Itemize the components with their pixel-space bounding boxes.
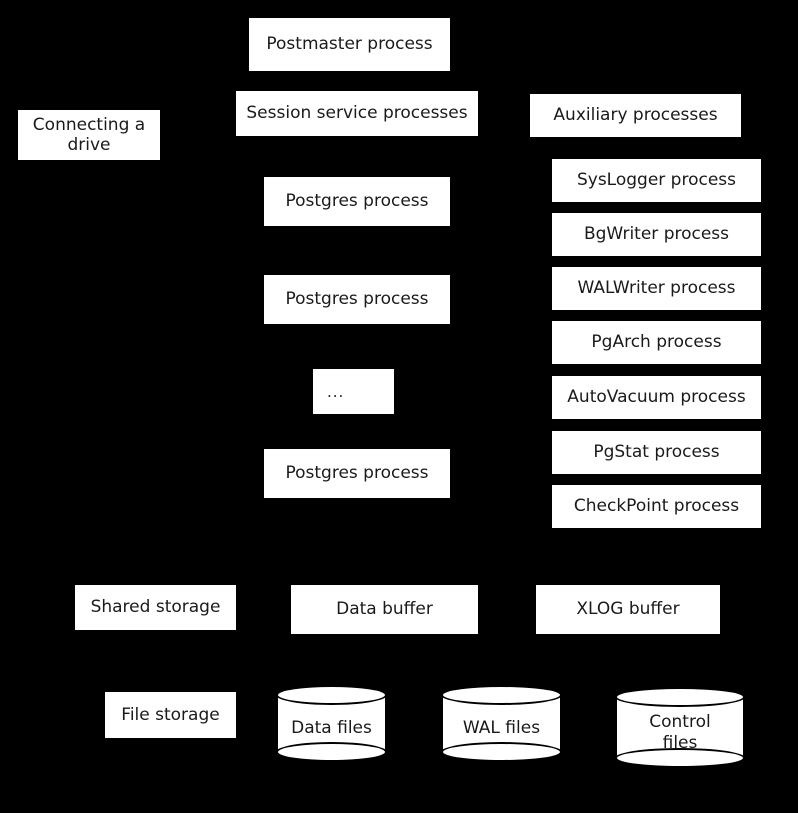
node-data-buffer[interactable]: Data buffer — [291, 585, 478, 634]
node-pgarch-process[interactable]: PgArch process — [552, 321, 761, 364]
cylinder-data-files[interactable]: Data files — [276, 685, 387, 762]
node-pgstat-process[interactable]: PgStat process — [552, 431, 761, 474]
cylinder-bottom-ellipse — [615, 748, 745, 768]
cylinder-top-ellipse — [441, 685, 562, 705]
node-autovacuum-process[interactable]: AutoVacuum process — [552, 376, 761, 419]
node-auxiliary-processes[interactable]: Auxiliary processes — [530, 94, 741, 137]
node-xlog-buffer[interactable]: XLOG buffer — [536, 585, 720, 634]
node-postgres-process-1[interactable]: Postgres process — [264, 177, 450, 226]
node-postgres-process-ellipsis: ... — [313, 369, 394, 414]
node-shared-storage[interactable]: Shared storage — [75, 585, 236, 630]
cylinder-wal-files[interactable]: WAL files — [441, 685, 562, 762]
cylinder-bottom-ellipse — [441, 742, 562, 762]
node-postgres-process-3[interactable]: Postgres process — [264, 449, 450, 498]
node-syslogger-process[interactable]: SysLogger process — [552, 159, 761, 202]
node-postgres-process-2[interactable]: Postgres process — [264, 275, 450, 324]
cylinder-label: Data files — [291, 718, 372, 739]
cylinder-label: Control files — [649, 712, 711, 753]
cylinder-top-ellipse — [276, 685, 387, 705]
node-postmaster-process[interactable]: Postmaster process — [249, 18, 450, 71]
cylinder-control-files[interactable]: Control files — [615, 687, 745, 768]
cylinder-bottom-ellipse — [276, 742, 387, 762]
node-checkpoint-process[interactable]: CheckPoint process — [552, 485, 761, 528]
cylinder-top-ellipse — [615, 687, 745, 707]
node-file-storage[interactable]: File storage — [105, 692, 236, 738]
node-bgwriter-process[interactable]: BgWriter process — [552, 213, 761, 256]
node-connecting-a-drive[interactable]: Connecting a drive — [18, 110, 160, 160]
cylinder-label: WAL files — [462, 718, 541, 739]
node-session-service-processes[interactable]: Session service processes — [236, 91, 478, 136]
node-walwriter-process[interactable]: WALWriter process — [552, 267, 761, 310]
